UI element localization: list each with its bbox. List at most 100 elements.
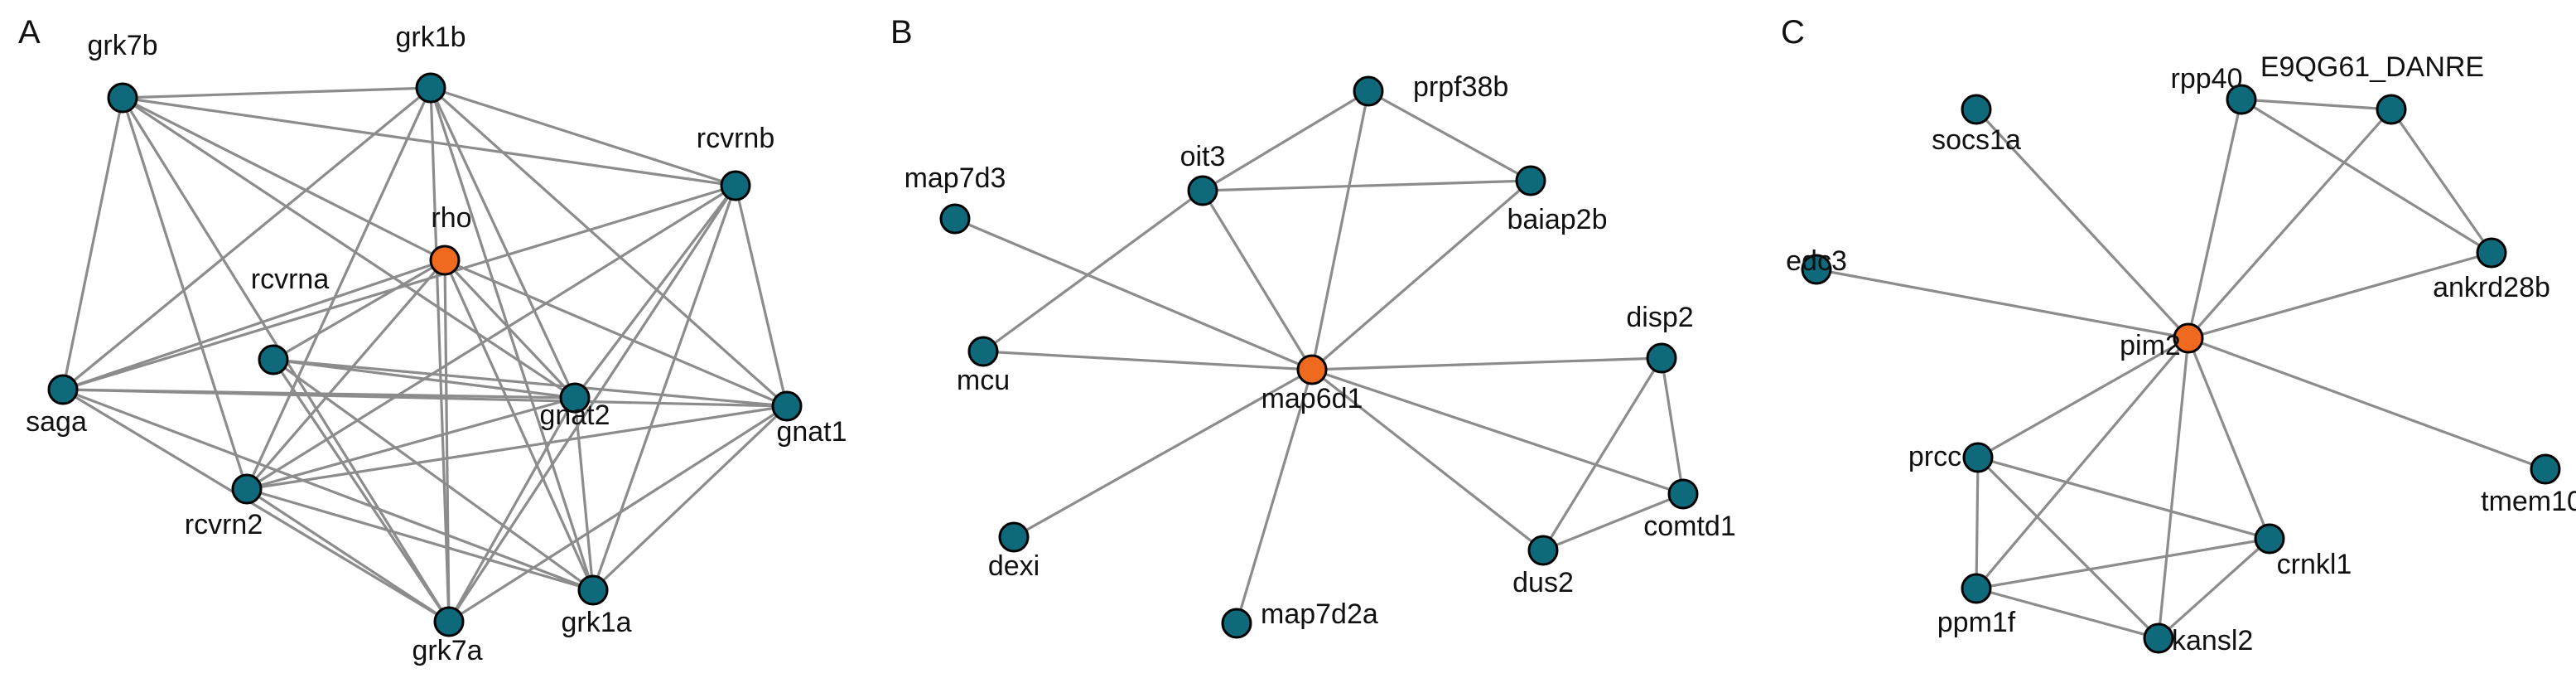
node-dus2 (1527, 535, 1559, 566)
edge-grk7b-gnat2 (122, 96, 576, 400)
node-label-dus2: dus2 (1512, 567, 1574, 598)
node-label-rho: rho (431, 202, 471, 234)
edge-grk1b-grk1a (429, 87, 595, 591)
edge-prpf38b-baiap2b (1368, 90, 1532, 182)
edge-disp2-comtd1 (1660, 357, 1685, 495)
node-mcu (967, 336, 999, 367)
edge-rcvrnb-gnat2 (573, 185, 737, 399)
edge-prcc-ppm1f (1975, 457, 1980, 589)
edge-rcvrnb-grk7a (447, 185, 737, 622)
node-prpf38b (1353, 75, 1384, 107)
node-oit3 (1187, 175, 1218, 206)
node-label-crnkl1: crnkl1 (2277, 549, 2352, 580)
node-label-map6d1: map6d1 (1261, 383, 1363, 414)
edge-rho-grk1a (443, 259, 595, 591)
node-rcvrna (258, 344, 289, 375)
edge-saga-gnat1 (62, 388, 788, 408)
edge-rcvrna-gnat1 (273, 358, 788, 408)
node-label-socs1a: socs1a (1932, 124, 2021, 156)
edge-rcvrnb-rcvrn2 (246, 184, 736, 491)
edge-ppm1f-kansl2 (1975, 587, 2159, 640)
node-label-grk1b: grk1b (395, 22, 466, 53)
panel-b: B prpf38boit3map7d3baiap2bdisp2mcumap6d1… (890, 14, 1736, 639)
node-tmem101 (2530, 453, 2561, 485)
edge-gnat1-rcvrn2 (246, 404, 788, 491)
node-baiap2b (1515, 165, 1546, 196)
node-dexi (998, 521, 1030, 553)
node-grk7b (107, 82, 138, 114)
edge-rcvrnb-gnat1 (734, 185, 789, 407)
node-label-disp2: disp2 (1626, 302, 1693, 333)
node-label-grk1a: grk1a (561, 607, 631, 638)
node-label-mcu: mcu (957, 365, 1010, 396)
edge-rcvrn2-grk7a (246, 487, 450, 623)
edge-grk1b-saga (61, 86, 432, 391)
edge-rcvrna-gnat2 (273, 358, 576, 400)
edge-grk7b-rho (122, 96, 446, 262)
node-label-rcvrnb: rcvrnb (697, 123, 774, 154)
node-label-saga: saga (26, 406, 87, 438)
node-label-grk7a: grk7a (412, 635, 482, 666)
edge-pim2-kansl2 (2157, 337, 2190, 639)
edge-disp2-dus2 (1541, 357, 1663, 551)
node-label-edc3: edc3 (1786, 245, 1847, 277)
edge-oit3-prpf38b (1202, 90, 1369, 192)
node-label-rcvrn2: rcvrn2 (185, 509, 263, 540)
edge-rcvrna-grk1a (273, 358, 594, 592)
edge-grk1b-rcvrn2 (245, 87, 432, 490)
edge-map7d3-map6d1 (954, 217, 1313, 371)
edge-oit3-baiap2b (1202, 179, 1532, 192)
panel-letter-a: A (18, 14, 41, 51)
edge-pim2-ppm1f (1975, 337, 2190, 590)
edge-grk1b-gnat1 (429, 86, 789, 408)
edge-pim2-tmem101 (2188, 337, 2546, 471)
edge-saga-grk7a (62, 388, 450, 623)
edge-oit3-map6d1 (1201, 190, 1314, 371)
edge-rpp40-ankrd28b (2241, 98, 2492, 254)
node-label-gnat2: gnat2 (539, 400, 610, 431)
node-e9qg61 (2376, 94, 2407, 125)
node-comtd1 (1667, 478, 1699, 510)
node-grk7a (433, 606, 465, 637)
node-label-oit3: oit3 (1180, 141, 1226, 172)
edge-map6d1-map7d2a (1235, 369, 1314, 624)
node-label-prcc: prcc (1908, 441, 1961, 472)
node-ppm1f (1961, 573, 1992, 604)
node-map7d3 (939, 203, 971, 235)
edge-oit3-mcu (982, 189, 1204, 353)
edge-disp2-map6d1 (1311, 356, 1662, 371)
edge-map6d1-dexi (1013, 368, 1313, 539)
node-grk1a (577, 574, 609, 606)
node-gnat1 (771, 390, 803, 422)
edge-rho-rcvrna (273, 259, 446, 361)
edge-e9qg61-ankrd28b (2390, 109, 2493, 254)
node-grk1b (415, 72, 446, 104)
edge-gnat2-rcvrn2 (246, 396, 576, 491)
edge-pim2-e9qg61 (2187, 108, 2393, 340)
edge-map6d1-comtd1 (1311, 368, 1684, 496)
edge-rcvrna-grk7a (272, 359, 451, 622)
node-label-gnat1: gnat1 (776, 416, 847, 448)
edge-pim2-edc3 (1816, 268, 2189, 340)
node-saga (47, 374, 79, 405)
node-socs1a (1961, 94, 1992, 125)
edge-gnat1-grk1a (591, 404, 789, 592)
edge-pim2-socs1a (1975, 108, 2190, 340)
node-label-dexi: dexi (988, 550, 1040, 582)
node-map6d1 (1296, 354, 1328, 385)
edge-pim2-rpp40 (2187, 99, 2243, 339)
panel-letter-c: C (1781, 14, 1805, 51)
edge-prpf38b-map6d1 (1310, 90, 1370, 371)
node-kansl2 (2143, 622, 2174, 654)
edge-rho-rcvrn2 (245, 259, 446, 491)
node-label-prpf38b: prpf38b (1413, 71, 1508, 103)
edge-grk7b-rcvrn2 (121, 97, 248, 490)
edge-ppm1f-crnkl1 (1975, 537, 2270, 590)
panel-letter-b: B (890, 14, 913, 51)
node-pim2 (2173, 322, 2204, 354)
edge-prcc-kansl2 (1976, 456, 2160, 640)
edge-saga-grk1a (62, 388, 594, 592)
edge-pim2-ankrd28b (2188, 251, 2492, 340)
node-crnkl1 (2254, 523, 2285, 555)
node-edc3 (1801, 254, 1832, 285)
